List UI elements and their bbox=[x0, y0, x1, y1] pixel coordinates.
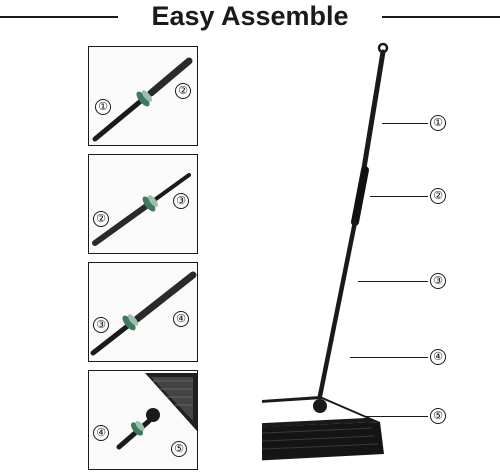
assembly-step-4-panel: ④ ⑤ bbox=[88, 370, 198, 470]
pole-to-head-illustration bbox=[116, 373, 197, 450]
step-label-right: ② bbox=[175, 83, 191, 99]
broom-callout-5: ⑤ bbox=[430, 408, 446, 424]
step-label-left: ④ bbox=[93, 425, 109, 441]
connector-clip-icon bbox=[122, 315, 136, 331]
header-rule-right bbox=[382, 16, 500, 18]
callout-line-5 bbox=[366, 416, 428, 418]
step-label-right: ⑤ bbox=[171, 441, 187, 457]
header-rule-left bbox=[0, 16, 118, 18]
step-label-right: ④ bbox=[173, 311, 189, 327]
callout-line-2 bbox=[370, 196, 428, 198]
connector-clip-icon bbox=[142, 196, 156, 212]
callout-line-4 bbox=[350, 357, 428, 359]
pole-joint-3-illustration bbox=[90, 271, 197, 356]
pole-joint-1-illustration bbox=[92, 57, 193, 142]
pole-joint-2-illustration bbox=[92, 173, 191, 246]
callout-line-1 bbox=[382, 123, 428, 125]
connector-clip-icon bbox=[131, 422, 143, 436]
callout-line-3 bbox=[358, 281, 428, 283]
header: Easy Assemble bbox=[0, 0, 500, 34]
step-label-left: ② bbox=[93, 211, 109, 227]
broom-callout-3: ③ bbox=[430, 273, 446, 289]
step-label-left: ① bbox=[95, 99, 111, 115]
broom-callout-4: ④ bbox=[430, 349, 446, 365]
assembly-step-3-panel: ③ ④ bbox=[88, 262, 198, 362]
step-label-right: ③ bbox=[173, 193, 189, 209]
step-label-left: ③ bbox=[93, 317, 109, 333]
connector-clip-icon bbox=[136, 91, 150, 107]
assembled-broom-illustration bbox=[262, 42, 389, 461]
assembly-step-1-panel: ① ② bbox=[88, 46, 198, 146]
page-title: Easy Assemble bbox=[151, 1, 349, 31]
assembly-step-2-panel: ② ③ bbox=[88, 154, 198, 254]
broom-callout-1: ① bbox=[430, 115, 446, 131]
broom-callout-2: ② bbox=[430, 188, 446, 204]
